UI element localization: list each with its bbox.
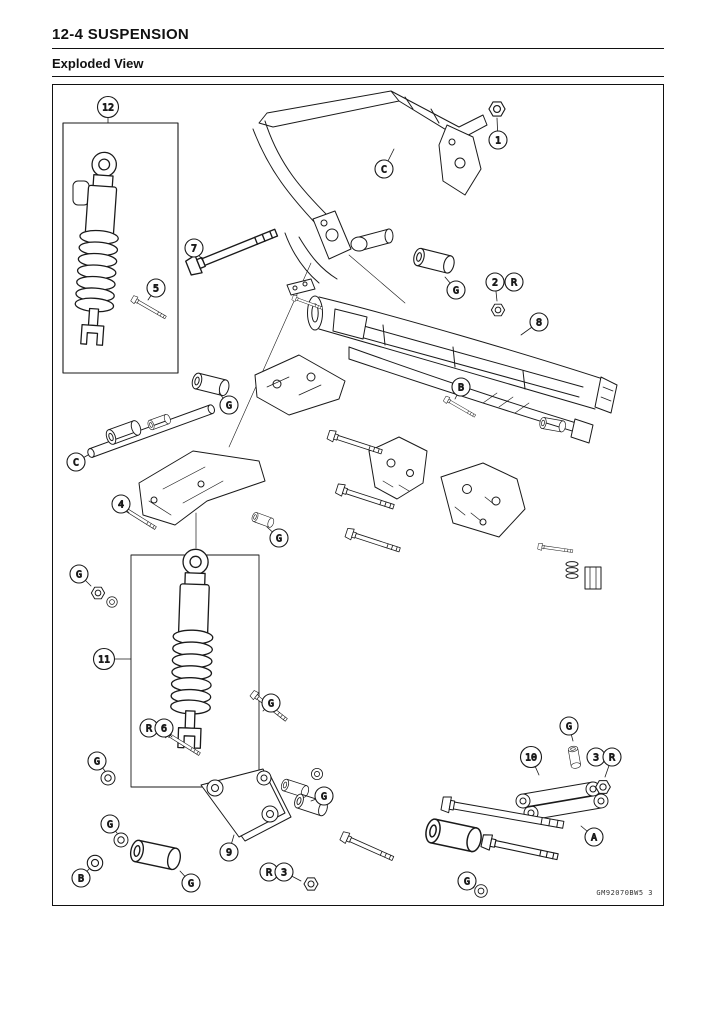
svg-text:G: G: [276, 534, 282, 545]
svg-text:G: G: [268, 699, 274, 710]
svg-text:A: A: [591, 833, 597, 844]
small-plate-drawing: [286, 278, 316, 296]
inset-shock-assembly: [62, 122, 179, 374]
callout-b: B: [71, 868, 91, 888]
callout-r: R: [602, 747, 622, 767]
svg-text:R: R: [609, 753, 616, 764]
fasteners-drawing: [86, 101, 611, 898]
svg-text:C: C: [73, 458, 79, 469]
callout-g: G: [269, 528, 289, 548]
svg-text:12: 12: [102, 103, 114, 114]
callout-g: G: [181, 873, 201, 893]
svg-text:R: R: [511, 278, 518, 289]
svg-text:2: 2: [492, 278, 498, 289]
svg-text:G: G: [453, 286, 459, 297]
callout-g: G: [314, 786, 334, 806]
svg-text:10: 10: [525, 753, 537, 764]
callout-g: G: [446, 280, 466, 300]
small-spring-drawing: [565, 561, 579, 579]
svg-text:B: B: [78, 874, 84, 885]
frame-bracket-drawing: [138, 450, 266, 549]
manual-page: 12-4 SUSPENSION Exploded View: [52, 26, 664, 906]
callout-g: G: [69, 564, 89, 584]
section-title: 12-4 SUSPENSION: [52, 26, 190, 43]
callout-4: 4: [111, 494, 131, 514]
svg-text:G: G: [464, 877, 470, 888]
svg-text:G: G: [107, 820, 113, 831]
callout-7: 7: [184, 238, 204, 258]
callout-1: 1: [488, 130, 508, 150]
callout-3: 3: [586, 747, 606, 767]
callout-g: G: [100, 814, 120, 834]
rear-shock-assembly: [130, 547, 260, 788]
callout-g: G: [457, 871, 477, 891]
callout-c: C: [374, 159, 394, 179]
callout-8: 8: [529, 312, 549, 332]
svg-text:G: G: [226, 401, 232, 412]
svg-text:3: 3: [593, 753, 599, 764]
svg-text:G: G: [94, 757, 100, 768]
pivot-shaft-drawing: [87, 404, 215, 458]
svg-text:3: 3: [281, 868, 287, 879]
callout-3: 3: [274, 862, 294, 882]
svg-text:8: 8: [536, 318, 542, 329]
callout-g: G: [559, 716, 579, 736]
callout-6: 6: [154, 718, 174, 738]
svg-text:9: 9: [226, 848, 232, 859]
callout-2: 2: [485, 272, 505, 292]
frame-drawing: [228, 90, 488, 448]
guard-plates-drawing: [368, 436, 526, 538]
svg-text:11: 11: [98, 655, 110, 666]
long-pivot-bolt-drawing: [440, 796, 565, 829]
swingarm-drawing: [307, 295, 618, 444]
svg-text:7: 7: [191, 244, 197, 255]
svg-text:1: 1: [495, 136, 501, 147]
svg-text:B: B: [458, 383, 464, 394]
callout-g: G: [261, 693, 281, 713]
subsection-title: Exploded View: [52, 56, 144, 71]
chain-slider-drawing: [254, 354, 346, 416]
callout-b: B: [451, 377, 471, 397]
callout-5: 5: [146, 278, 166, 298]
callout-g: G: [87, 751, 107, 771]
figure-code: GM92070BW5 3: [596, 889, 653, 897]
rocker-arm-drawing: [200, 768, 292, 842]
svg-text:R: R: [266, 868, 273, 879]
title-rule: [52, 48, 664, 49]
callout-9: 9: [219, 842, 239, 862]
svg-text:R: R: [146, 724, 153, 735]
callout-g: G: [219, 395, 239, 415]
callout-r: R: [259, 862, 279, 882]
tie-rods-drawing: [515, 781, 609, 821]
svg-text:G: G: [321, 792, 327, 803]
svg-text:G: G: [188, 879, 194, 890]
callout-c: C: [66, 452, 86, 472]
svg-text:C: C: [381, 165, 387, 176]
callout-a: A: [584, 827, 604, 847]
callout-r: R: [139, 718, 159, 738]
subtitle-rule: [52, 76, 664, 77]
svg-text:6: 6: [161, 724, 167, 735]
callout-r: R: [504, 272, 524, 292]
small-block-drawing: [584, 566, 602, 590]
callout-10: 10: [519, 745, 543, 769]
svg-text:G: G: [76, 570, 82, 581]
svg-text:4: 4: [118, 500, 124, 511]
callout-12: 12: [96, 95, 120, 119]
svg-text:G: G: [566, 722, 572, 733]
svg-text:5: 5: [153, 284, 159, 295]
callout-11: 11: [92, 647, 116, 671]
